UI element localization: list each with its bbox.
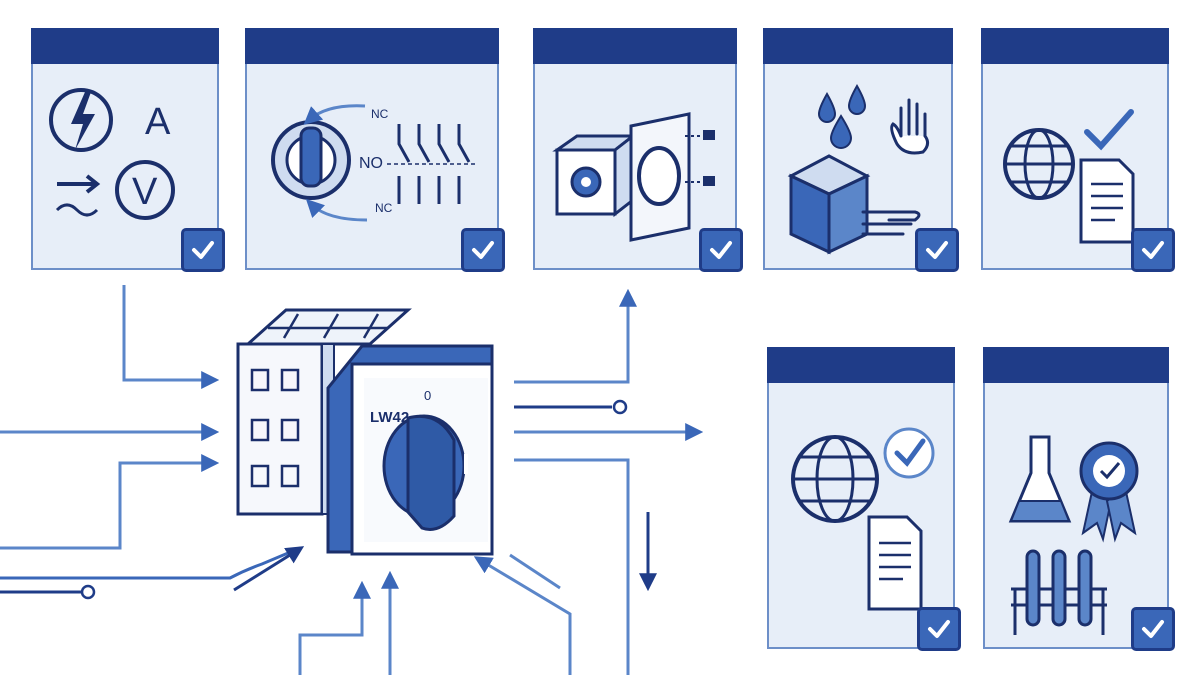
test-tubes-icon <box>1011 549 1107 635</box>
card-header <box>981 28 1169 64</box>
international-standards-card <box>767 347 961 651</box>
cube-icon <box>787 154 921 255</box>
checkmark-icon <box>1084 109 1134 151</box>
checkbox-checked-icon <box>915 228 959 272</box>
award-badge-icon <box>1079 441 1139 543</box>
svg-text:V: V <box>132 171 158 213</box>
switch-module-icon <box>552 132 638 218</box>
electrical-ratings-card: A V <box>31 28 225 272</box>
switch-position-label: 0 <box>424 388 431 403</box>
terminal-node-2 <box>80 584 96 600</box>
svg-text:NC: NC <box>371 107 389 121</box>
mounting-plate-icon <box>629 112 691 242</box>
terminal-node-1 <box>612 399 628 415</box>
checkbox-checked-icon <box>1131 607 1175 651</box>
rotary-cam-switch: LW42 0 <box>236 308 494 556</box>
card-header <box>31 28 219 64</box>
checkmark-icon <box>883 427 935 479</box>
switch-model-label: LW42 <box>370 409 409 426</box>
switch-contact-blocks <box>236 308 412 516</box>
line-right-3 <box>514 458 630 675</box>
line-left-2 <box>0 454 220 550</box>
globe-icon <box>791 435 879 523</box>
ac-wave-icon <box>55 174 101 217</box>
document-icon <box>867 515 923 611</box>
document-icon <box>1079 158 1135 244</box>
svg-text:NO: NO <box>359 155 383 172</box>
checkbox-checked-icon <box>461 228 505 272</box>
line-card1-to-switch <box>122 285 220 389</box>
card-header <box>245 28 499 64</box>
checkbox-checked-icon <box>181 228 225 272</box>
panel-mounting-card <box>533 28 743 272</box>
card-header <box>983 347 1169 383</box>
checkbox-checked-icon <box>917 607 961 651</box>
checkbox-checked-icon <box>1131 228 1175 272</box>
line-left-3 <box>0 546 301 580</box>
arrow-diagonal <box>233 546 305 592</box>
line-bottom-3 <box>473 556 572 675</box>
lab-testing-card <box>983 347 1175 651</box>
checkbox-checked-icon <box>699 228 743 272</box>
contact-diagram-icon: NC NO NC <box>359 107 477 215</box>
svg-text:NC: NC <box>375 201 393 215</box>
line-right-up <box>514 288 637 384</box>
line-bottom-1 <box>298 580 371 675</box>
lightning-icon <box>49 88 113 152</box>
voltmeter-icon: V <box>115 160 175 220</box>
contact-configuration-card: NC NO NC <box>245 28 505 272</box>
rotary-knob-icon <box>271 104 368 222</box>
water-drop-icon <box>817 83 867 149</box>
environmental-protection-card <box>763 28 959 272</box>
switch-knob <box>382 414 468 531</box>
card-header <box>763 28 953 64</box>
globe-icon <box>1003 128 1075 200</box>
flask-icon <box>1008 435 1072 523</box>
ammeter-icon: A <box>145 101 171 143</box>
line-bottom-4 <box>509 553 561 590</box>
hand-icon <box>890 98 930 155</box>
global-certification-card <box>981 28 1175 272</box>
screw-icon <box>685 130 715 186</box>
card-header <box>767 347 955 383</box>
card-header <box>533 28 737 64</box>
svg-text:A: A <box>145 101 171 143</box>
